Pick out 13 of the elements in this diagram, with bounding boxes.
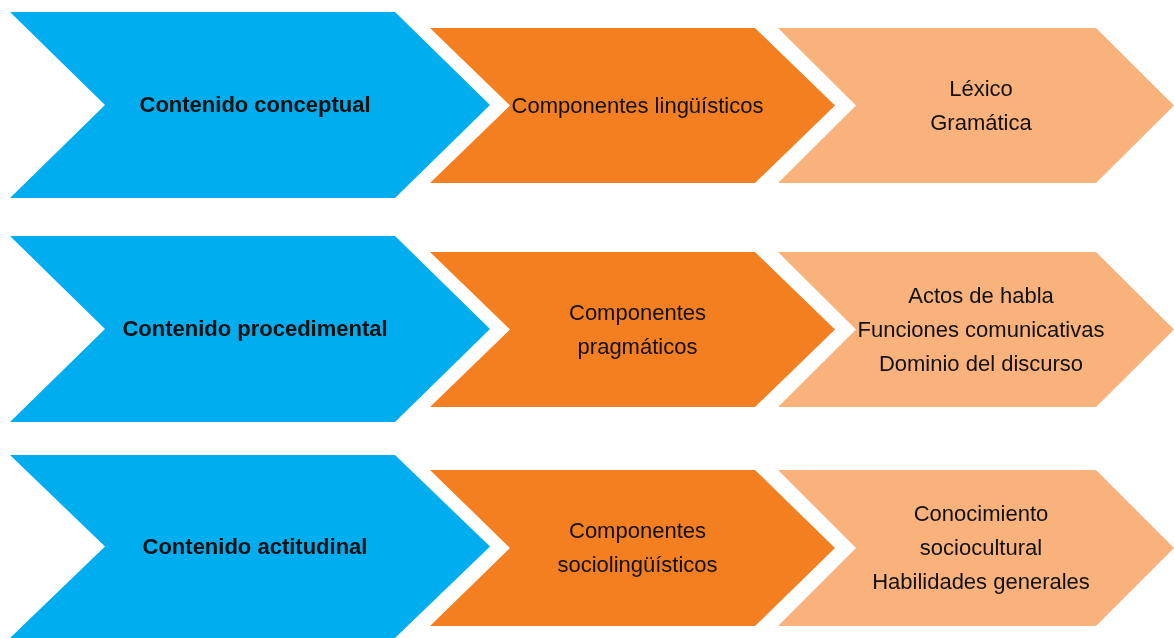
content-heading: Contenido actitudinal bbox=[142, 532, 368, 561]
component-text: Funciones comunicativas bbox=[857, 315, 1105, 344]
component-text: Componentes sociolingüísticos bbox=[556, 517, 719, 579]
component-text: Gramática bbox=[930, 108, 1032, 137]
component-text: Componentes lingüísticos bbox=[511, 91, 764, 120]
component-text: Léxico bbox=[949, 74, 1013, 103]
component-text: Actos de habla bbox=[908, 281, 1054, 310]
content-heading: Contenido conceptual bbox=[139, 91, 371, 119]
component-text: Dominio del discurso bbox=[878, 349, 1084, 378]
component-text: Conocimiento sociocultural bbox=[912, 500, 1050, 562]
component-text: Componentes pragmáticos bbox=[568, 298, 707, 361]
component-text: Habilidades generales bbox=[872, 568, 1090, 596]
content-heading: Contenido procedimental bbox=[122, 315, 388, 343]
